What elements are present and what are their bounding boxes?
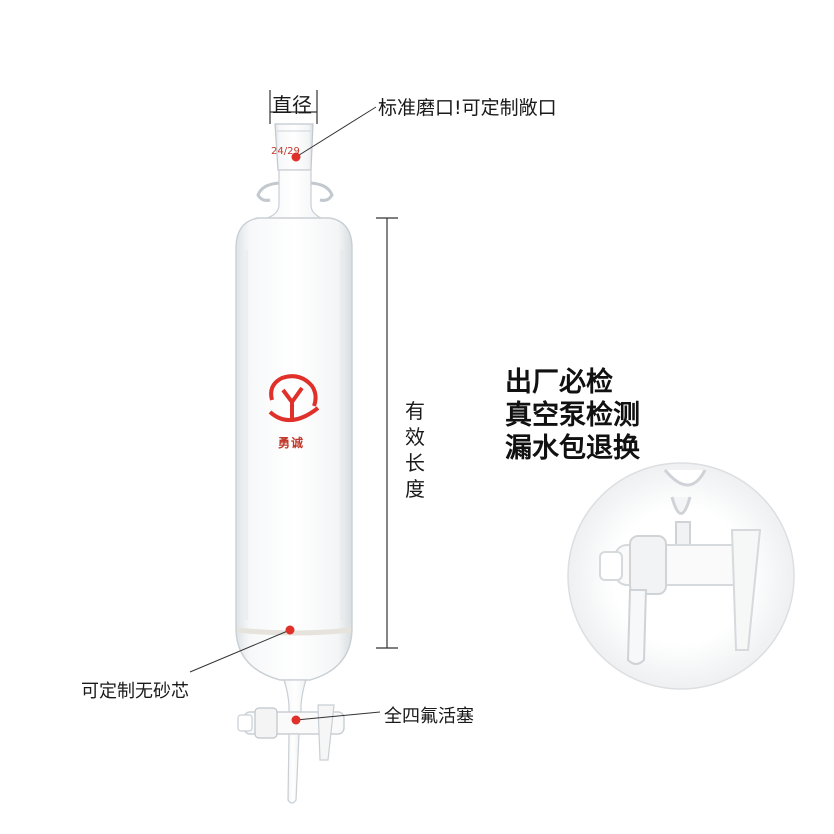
feature-list: 出厂必检 真空泵检测 漏水包退换: [505, 366, 640, 465]
drip-tube: [287, 733, 300, 804]
brand-name: 勇诚: [278, 436, 305, 450]
stopcock-zoom-icon: [567, 462, 795, 690]
effective-length-label: 有效长度: [405, 399, 425, 501]
stopcock-marker: [291, 715, 301, 725]
funnel-stem: [283, 679, 307, 713]
funnel-body: [235, 217, 353, 681]
glass-hooks: [256, 181, 334, 202]
diameter-label: 直径: [272, 93, 312, 117]
stopcock-callout: 全四氟活塞: [384, 706, 474, 727]
feature-item: 漏水包退换: [505, 433, 640, 464]
joint-size-label: 24/29: [271, 146, 300, 157]
diameter-bracket: [269, 90, 318, 124]
callout-lines: [189, 106, 381, 721]
feature-item: 真空泵检测: [505, 400, 640, 431]
length-bracket: [376, 217, 398, 649]
frit-callout: 可定制无砂芯: [81, 681, 189, 702]
feature-item: 出厂必检: [505, 367, 613, 398]
joint-callout: 标准磨口!可定制敞口: [378, 97, 557, 119]
frit-disc: [236, 627, 352, 636]
brand-logo-icon: [268, 374, 320, 422]
funnel-neck: [261, 169, 327, 221]
joint-marker: [291, 152, 301, 162]
frit-marker: [285, 625, 295, 635]
